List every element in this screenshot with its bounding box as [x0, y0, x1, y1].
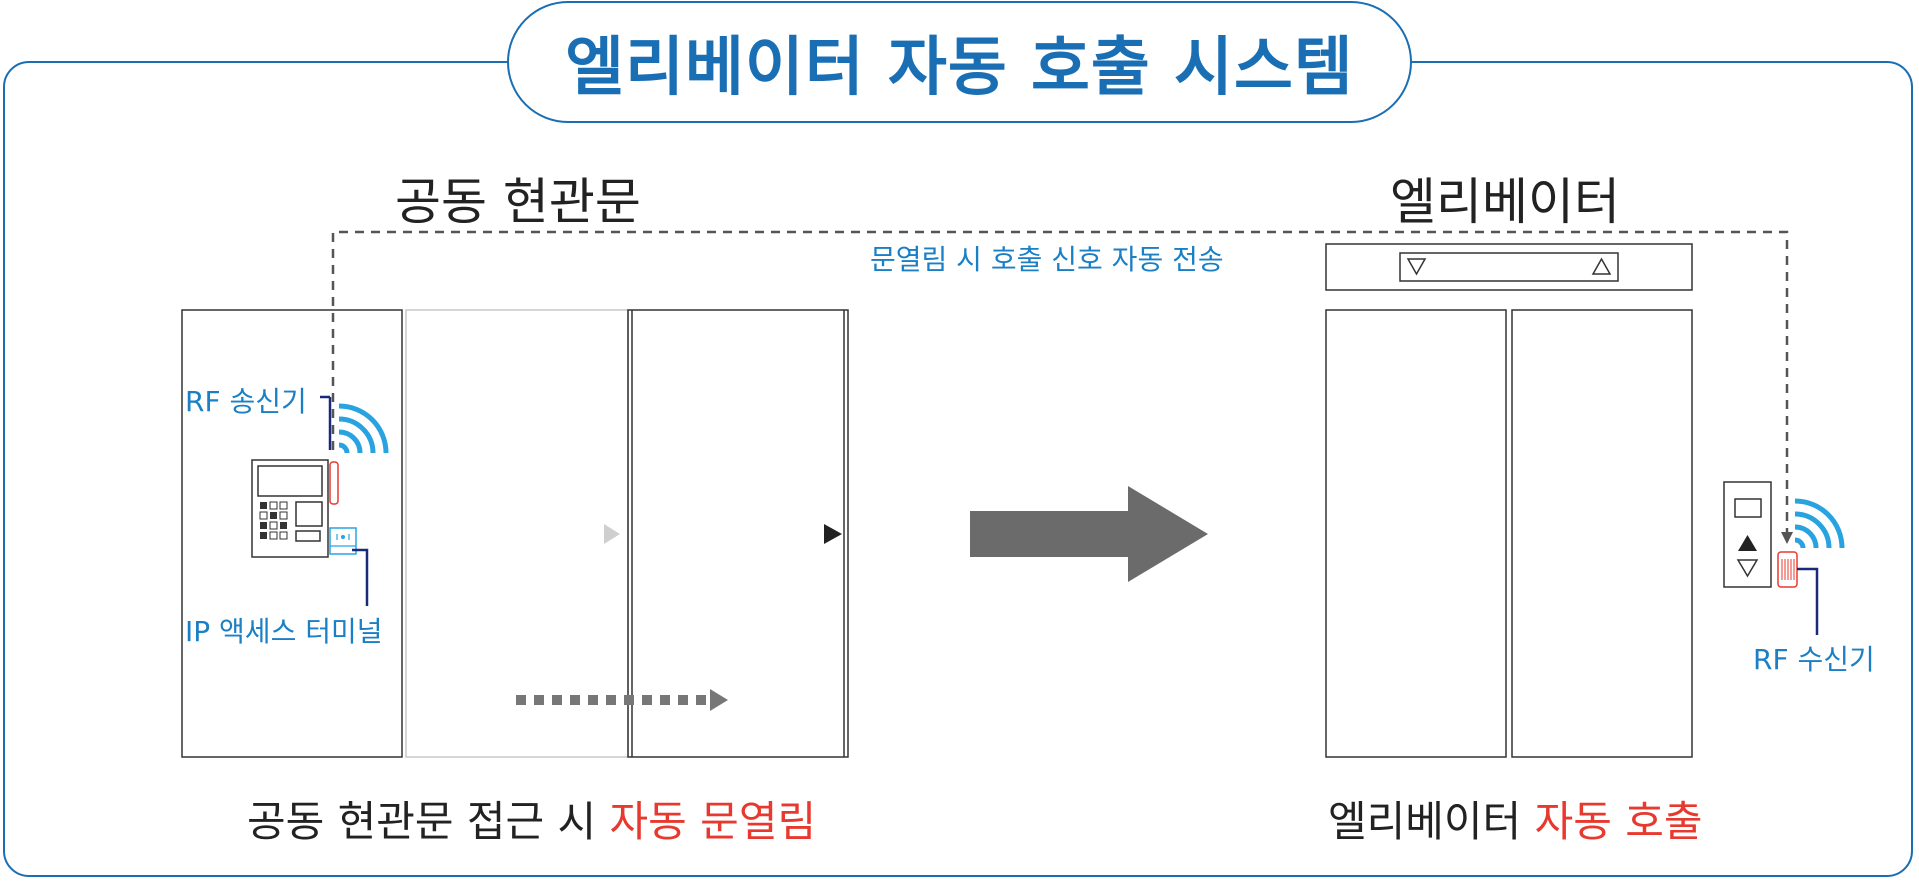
arrow-right-icon	[970, 486, 1208, 582]
entrance-sliding-door	[627, 309, 849, 758]
diagram-title: 엘리베이터 자동 호출 시스템	[507, 1, 1412, 123]
up-triangle-icon	[1591, 257, 1612, 275]
terminal-label: IP 액세스 터미널	[185, 615, 383, 648]
ghost-door-indicator-icon	[604, 524, 620, 544]
entrance-sliding-door-ghost	[405, 309, 629, 758]
elevator-indicator-window	[1399, 252, 1619, 282]
rf-receiver-module	[1777, 551, 1798, 588]
down-call-button-icon	[1736, 559, 1759, 578]
signal-path	[331, 230, 1789, 540]
terminal-leader	[352, 548, 369, 606]
door-slide-arrowhead-icon	[710, 689, 728, 711]
receiver-wifi-signal-icon	[1794, 498, 1845, 549]
signal-path-arrowhead	[1781, 532, 1793, 544]
rf-transmitter-module	[329, 461, 339, 505]
entrance-wall-panel	[181, 309, 403, 758]
entrance-caption-accent: 자동 문열림	[609, 797, 817, 846]
down-triangle-icon	[1406, 258, 1427, 276]
elevator-caption-accent: 자동 호출	[1534, 797, 1703, 846]
keypad-terminal-icon	[251, 459, 329, 558]
elevator-heading: 엘리베이터	[1390, 173, 1620, 231]
rf-receiver-leader	[1797, 567, 1819, 635]
call-button-panel	[1723, 481, 1772, 588]
elevator-indicator-panel	[1325, 243, 1693, 291]
entrance-caption: 공동 현관문 접근 시 자동 문열림	[247, 788, 816, 849]
rf-receiver-label: RF 수신기	[1753, 643, 1875, 676]
door-indicator-icon	[824, 524, 842, 544]
rf-transmitter-label: RF 송신기	[185, 385, 307, 418]
elevator-door-right	[1511, 309, 1693, 758]
card-reader-icon	[329, 527, 357, 555]
elevator-caption: 엘리베이터 자동 호출	[1328, 788, 1702, 849]
signal-label: 문열림 시 호출 신호 자동 전송	[870, 243, 1224, 276]
up-call-button-icon	[1738, 535, 1757, 551]
elevator-caption-plain: 엘리베이터	[1328, 797, 1522, 846]
entrance-caption-plain: 공동 현관문 접근 시	[247, 797, 597, 846]
entrance-heading: 공동 현관문	[395, 173, 641, 231]
wifi-signal-icon	[338, 403, 389, 454]
elevator-door-left	[1325, 309, 1507, 758]
